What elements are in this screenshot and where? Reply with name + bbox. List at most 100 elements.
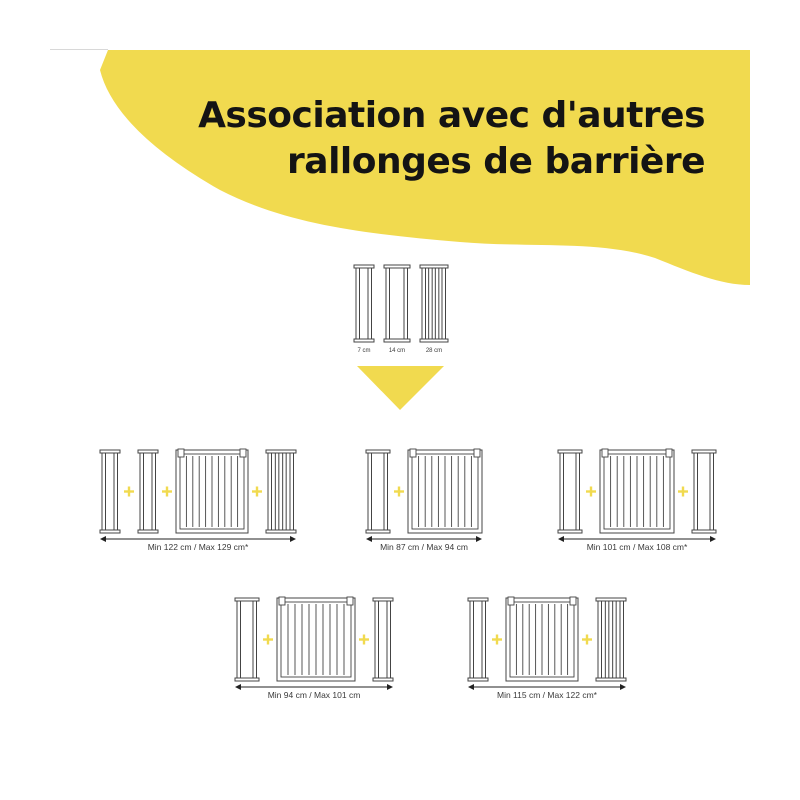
extension-bottom-bar bbox=[595, 677, 627, 682]
gate bbox=[599, 448, 675, 534]
extension-post bbox=[597, 600, 602, 679]
dimension-arrow-left bbox=[100, 536, 106, 542]
extension-bottom-bar bbox=[419, 338, 449, 343]
gate-latch bbox=[569, 596, 577, 606]
plus-v bbox=[397, 486, 401, 497]
dimension: Min 101 cm / Max 108 cm* bbox=[558, 536, 716, 552]
extension-post bbox=[421, 267, 426, 340]
gate bbox=[276, 596, 356, 682]
extension-top-bar bbox=[419, 264, 449, 269]
extension-piece bbox=[265, 449, 297, 534]
yellow-banner-shape bbox=[100, 50, 750, 285]
gate bbox=[505, 596, 579, 682]
dimension-arrow-right bbox=[620, 684, 626, 690]
extension-post bbox=[236, 600, 241, 679]
extension-post bbox=[428, 267, 433, 340]
plus-icon bbox=[263, 634, 273, 645]
gate-latch bbox=[665, 448, 673, 458]
extension-piece bbox=[99, 449, 121, 534]
gate-latch bbox=[346, 596, 354, 606]
page-title: Association avec d'autres rallonges de b… bbox=[198, 93, 705, 185]
extension-top-bar bbox=[467, 597, 489, 602]
extension-bottom-bar bbox=[137, 529, 159, 534]
extension-bottom-bar bbox=[372, 677, 394, 682]
gate bbox=[175, 448, 249, 534]
extension-post bbox=[575, 452, 580, 531]
dimension-label: Min 115 cm / Max 122 cm* bbox=[497, 690, 598, 700]
extension-post bbox=[374, 600, 379, 679]
extension-top-bar bbox=[365, 449, 391, 454]
extension-bottom-bar bbox=[234, 677, 260, 682]
extension-bottom-bar bbox=[467, 677, 489, 682]
dimension-arrow-left bbox=[366, 536, 372, 542]
dimension: Min 94 cm / Max 101 cm bbox=[235, 684, 393, 700]
extension-post bbox=[274, 452, 280, 531]
extension-post bbox=[101, 452, 106, 531]
extension-post bbox=[604, 600, 610, 679]
dimension-arrow-right bbox=[710, 536, 716, 542]
dimension: Min 115 cm / Max 122 cm* bbox=[468, 684, 626, 700]
extension-piece bbox=[383, 264, 411, 343]
extension-post bbox=[693, 452, 698, 531]
configuration-2: Min 87 cm / Max 94 cm bbox=[365, 448, 483, 552]
dimension-arrow-left bbox=[558, 536, 564, 542]
plus-v bbox=[127, 486, 131, 497]
extension-post bbox=[434, 267, 440, 340]
dimension-arrow-right bbox=[476, 536, 482, 542]
gate-hinge bbox=[177, 448, 185, 458]
dimension-arrow-right bbox=[387, 684, 393, 690]
plus-v bbox=[165, 486, 169, 497]
extension-top-bar bbox=[691, 449, 717, 454]
extension-piece bbox=[467, 597, 489, 682]
extension-post bbox=[367, 452, 372, 531]
extension-bottom-bar bbox=[353, 338, 375, 343]
dimension-arrow-left bbox=[468, 684, 474, 690]
extension-piece bbox=[353, 264, 375, 343]
extension-piece bbox=[137, 449, 159, 534]
extension-post bbox=[612, 600, 617, 679]
configuration-1: Min 122 cm / Max 129 cm* bbox=[99, 448, 297, 552]
configuration-5: Min 115 cm / Max 122 cm* bbox=[467, 596, 627, 700]
plus-icon bbox=[492, 634, 502, 645]
plus-icon bbox=[394, 486, 404, 497]
extension-top-bar bbox=[372, 597, 394, 602]
extension-top-bar bbox=[595, 597, 627, 602]
plus-v bbox=[255, 486, 259, 497]
extension-post bbox=[619, 600, 624, 679]
gate-hinge bbox=[278, 596, 286, 606]
dimension: Min 122 cm / Max 129 cm* bbox=[100, 536, 296, 552]
extension-post bbox=[481, 600, 486, 679]
extension-top-bar bbox=[234, 597, 260, 602]
gate bbox=[407, 448, 483, 534]
extension-label: 28 cm bbox=[426, 348, 442, 354]
extension-post bbox=[385, 267, 390, 340]
plus-icon bbox=[678, 486, 688, 497]
extension-piece bbox=[372, 597, 394, 682]
extension-post bbox=[289, 452, 294, 531]
gate-latch bbox=[239, 448, 247, 458]
extension-piece bbox=[691, 449, 717, 534]
dimension-arrow-left bbox=[235, 684, 241, 690]
extension-post bbox=[469, 600, 474, 679]
extension-post bbox=[151, 452, 156, 531]
extension-post bbox=[282, 452, 287, 531]
dimension-label: Min 122 cm / Max 129 cm* bbox=[148, 542, 249, 552]
plus-v bbox=[266, 634, 270, 645]
extension-bottom-bar bbox=[265, 529, 297, 534]
plus-icon bbox=[162, 486, 172, 497]
plus-icon bbox=[124, 486, 134, 497]
extension-piece bbox=[557, 449, 583, 534]
plus-v bbox=[681, 486, 685, 497]
extension-post bbox=[709, 452, 714, 531]
extension-bottom-bar bbox=[557, 529, 583, 534]
plus-icon bbox=[582, 634, 592, 645]
plus-icon bbox=[252, 486, 262, 497]
title-line-1: Association avec d'autres bbox=[198, 95, 705, 136]
extension-bottom-bar bbox=[383, 338, 411, 343]
extension-piece bbox=[419, 264, 449, 343]
extension-bottom-bar bbox=[691, 529, 717, 534]
extension-post bbox=[267, 452, 272, 531]
